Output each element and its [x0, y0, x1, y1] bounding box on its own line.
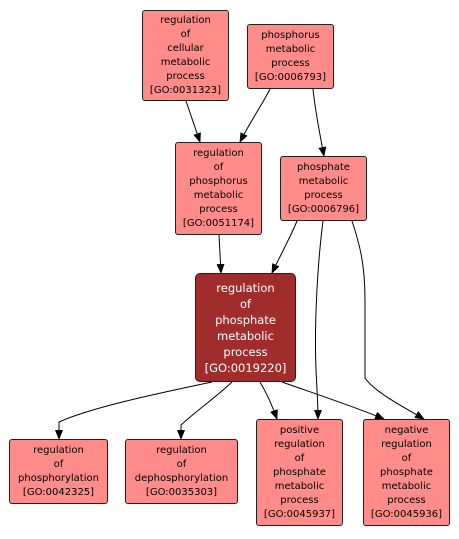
edge-go0019220-go0045937: [259, 381, 278, 420]
node-go0006796[interactable]: phosphate metabolic process [GO:0006796]: [280, 156, 367, 221]
node-label-line: regulation: [156, 444, 207, 456]
edge-go0006796-go0045937: [313, 220, 324, 420]
node-label-line: process: [280, 494, 319, 506]
node-go0042325[interactable]: regulation of phosphorylation [GO:004232…: [9, 439, 108, 504]
node-label-line: metabolic: [274, 480, 325, 492]
node-go-id: [GO:0006796]: [287, 203, 360, 215]
node-go-id: [GO:0031323]: [149, 84, 222, 96]
node-go0006793[interactable]: phosphorus metabolic process [GO:0006793…: [247, 24, 334, 89]
node-label-line: regulation: [33, 444, 84, 456]
node-go-id: [GO:0035303]: [145, 486, 218, 498]
node-label-line: metabolic: [381, 480, 432, 492]
node-label-line: of: [294, 452, 305, 464]
edge-go0006796-go0045936: [351, 220, 425, 420]
node-go0019220-focus[interactable]: regulation of phosphate metabolic proces…: [195, 273, 296, 382]
node-label-line: process: [271, 57, 310, 69]
node-label-line: process: [199, 203, 238, 215]
node-go-id: [GO:0045937]: [263, 508, 336, 520]
node-label-line: phosphate: [380, 466, 433, 478]
node-label-line: metabolic: [217, 328, 274, 343]
node-label-line: phosphorus: [261, 29, 320, 41]
node-label-line: of: [401, 452, 412, 464]
edge-go0019220-go0035303: [177, 381, 233, 440]
node-go0045936[interactable]: negative regulation of phosphate metabol…: [363, 419, 450, 526]
node-label-line: dephosphorylation: [134, 472, 229, 484]
node-go0035303[interactable]: regulation of dephosphorylation [GO:0035…: [125, 439, 238, 504]
node-label-line: cellular: [167, 42, 204, 54]
edge-go0019220-go0042325: [55, 381, 213, 440]
node-go-id: [GO:0006793]: [254, 71, 327, 83]
node-label-line: of: [53, 458, 64, 470]
node-go-id: [GO:0042325]: [22, 486, 95, 498]
node-label-line: regulation: [160, 14, 211, 26]
node-label-line: metabolic: [265, 43, 316, 55]
node-label-line: positive: [279, 424, 320, 436]
node-label-line: phosphate: [273, 466, 326, 478]
node-label-line: of: [176, 458, 187, 470]
edge-go0006793-go0051174: [239, 88, 271, 143]
node-label-line: process: [223, 344, 268, 359]
node-label-line: process: [166, 70, 205, 82]
node-go-id: [GO:0019220]: [204, 360, 287, 375]
node-label-line: phosphate: [297, 161, 350, 173]
node-label-line: regulation: [381, 438, 432, 450]
edge-go0019220-go0045936: [281, 381, 385, 420]
edge-go0006793-go0006796: [312, 88, 327, 157]
node-label-line: of: [239, 296, 252, 311]
node-label-line: metabolic: [193, 189, 244, 201]
node-label-line: regulation: [216, 280, 275, 295]
node-label-line: process: [304, 189, 343, 201]
node-label-line: negative: [384, 424, 429, 436]
node-go-id: [GO:0045936]: [370, 508, 443, 520]
node-go0045937[interactable]: positive regulation of phosphate metabol…: [256, 419, 343, 526]
node-go0031323[interactable]: regulation of cellular metabolic process…: [142, 10, 229, 101]
edge-go0006796-go0019220: [271, 220, 298, 274]
edge-go0031323-go0051174: [185, 100, 201, 143]
node-label-line: metabolic: [298, 175, 349, 187]
node-label-line: of: [180, 28, 191, 40]
node-go0051174[interactable]: regulation of phosphorus metabolic proce…: [175, 142, 262, 235]
node-label-line: metabolic: [160, 56, 211, 68]
node-go-id: [GO:0051174]: [182, 217, 255, 229]
node-label-line: phosphorylation: [18, 472, 99, 484]
node-label-line: of: [213, 161, 224, 173]
node-label-line: regulation: [193, 147, 244, 159]
node-label-line: phosphorus: [189, 175, 248, 187]
node-label-line: phosphate: [215, 312, 276, 327]
node-label-line: regulation: [274, 438, 325, 450]
node-label-line: process: [387, 494, 426, 506]
edge-go0051174-go0019220: [216, 234, 225, 274]
